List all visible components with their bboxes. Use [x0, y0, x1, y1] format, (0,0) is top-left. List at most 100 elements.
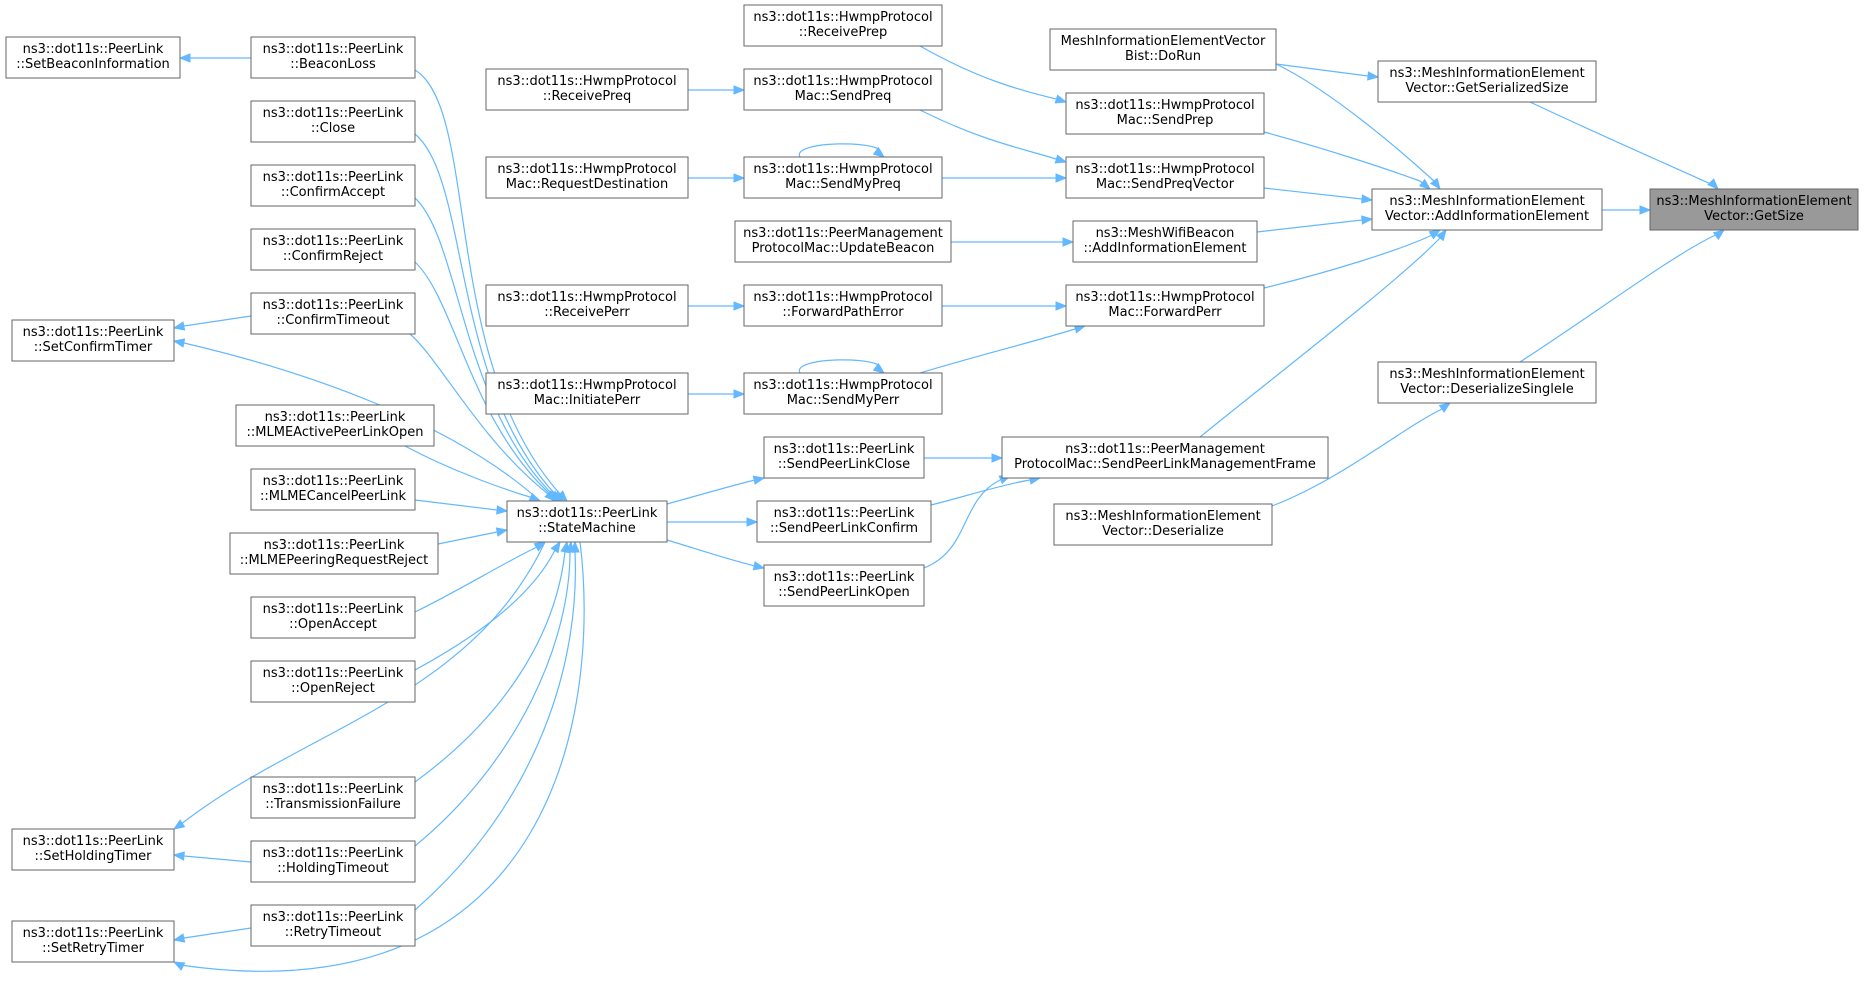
node-getsize[interactable]: ns3::MeshInformationElementVector::GetSi…	[1649, 188, 1859, 231]
node-box	[743, 156, 943, 199]
node-mlmeopen[interactable]: ns3::dot11s::PeerLink::MLMEActivePeerLin…	[235, 404, 435, 447]
node-splclose[interactable]: ns3::dot11s::PeerLink::SendPeerLinkClose	[763, 436, 925, 479]
node-label-line: ns3::dot11s::HwmpProtocol	[497, 378, 676, 393]
node-label-line: ::ConfirmReject	[283, 249, 383, 264]
node-sendplmf[interactable]: ns3::dot11s::PeerManagementProtocolMac::…	[1001, 436, 1329, 479]
node-label-line: ::AddInformationElement	[1083, 241, 1246, 256]
node-label-line: ::SendPeerLinkClose	[778, 457, 910, 472]
node-label-line: ::MLMEActivePeerLinkOpen	[247, 425, 424, 440]
node-setholding[interactable]: ns3::dot11s::PeerLink::SetHoldingTimer	[11, 828, 175, 871]
node-label-line: Mac::InitiatePerr	[534, 393, 641, 408]
node-box	[1065, 92, 1265, 135]
node-splopen[interactable]: ns3::dot11s::PeerLink::SendPeerLinkOpen	[763, 564, 925, 607]
edge-sendpreqvec-addie	[1263, 187, 1374, 204]
node-beaconloss[interactable]: ns3::dot11s::PeerLink::BeaconLoss	[250, 36, 416, 79]
node-box	[485, 372, 689, 415]
edge-dorun-getserial	[1275, 63, 1380, 81]
node-box	[250, 292, 416, 335]
node-label-line: ns3::dot11s::HwmpProtocol	[753, 290, 932, 305]
node-confaccept[interactable]: ns3::dot11s::PeerLink::ConfirmAccept	[250, 164, 416, 207]
node-box	[763, 564, 925, 607]
node-fwdperr[interactable]: ns3::dot11s::HwmpProtocolMac::ForwardPer…	[1065, 284, 1265, 327]
node-label-line: Mac::SendMyPerr	[787, 393, 900, 408]
node-box	[235, 404, 435, 447]
node-conftimeout[interactable]: ns3::dot11s::PeerLink::ConfirmTimeout	[250, 292, 416, 335]
node-label-line: ::ConfirmAccept	[281, 185, 385, 200]
node-label-line: ns3::dot11s::PeerLink	[263, 666, 404, 681]
edge-statemachine-splconfirm	[667, 517, 759, 527]
node-label-line: ns3::MeshWifiBeacon	[1096, 226, 1235, 241]
node-statemachine[interactable]: ns3::dot11s::PeerLink::StateMachine	[506, 500, 668, 543]
node-openreject[interactable]: ns3::dot11s::PeerLink::OpenReject	[250, 660, 416, 703]
node-holdtimeout[interactable]: ns3::dot11s::PeerLink::HoldingTimeout	[250, 840, 416, 883]
edge-openreject-statemachine	[414, 540, 561, 671]
node-recvpreq[interactable]: ns3::dot11s::HwmpProtocol::ReceivePreq	[485, 68, 689, 111]
node-label-line: ::ReceivePrep	[799, 25, 888, 40]
node-splconfirm[interactable]: ns3::dot11s::PeerLink::SendPeerLinkConfi…	[756, 500, 932, 543]
edge-sendplmf-addie	[1199, 228, 1447, 438]
node-label-line: ::SendPeerLinkOpen	[778, 585, 910, 600]
node-close[interactable]: ns3::dot11s::PeerLink::Close	[250, 100, 416, 143]
node-fwdpatherr[interactable]: ns3::dot11s::HwmpProtocol::ForwardPathEr…	[743, 284, 943, 327]
node-label-line: ns3::dot11s::HwmpProtocol	[1075, 162, 1254, 177]
node-label-line: ns3::dot11s::PeerLink	[23, 834, 164, 849]
node-recvprep[interactable]: ns3::dot11s::HwmpProtocol::ReceivePrep	[743, 4, 943, 47]
node-mlmecancel[interactable]: ns3::dot11s::PeerLink::MLMECancelPeerLin…	[250, 468, 416, 511]
node-deserialize[interactable]: ns3::MeshInformationElementVector::Deser…	[1053, 503, 1273, 546]
node-box	[229, 532, 439, 575]
node-label-line: ns3::MeshInformationElement	[1389, 66, 1584, 81]
node-label-line: ns3::dot11s::PeerLink	[774, 506, 915, 521]
node-label-line: ns3::dot11s::HwmpProtocol	[497, 290, 676, 305]
node-reqdest[interactable]: ns3::dot11s::HwmpProtocolMac::RequestDes…	[485, 156, 689, 199]
edge-statemachine-splopen	[666, 539, 766, 571]
edge-retrytimeout-setretry	[172, 927, 252, 943]
edge-sendpreq-sendpreqvec	[919, 109, 1068, 164]
node-box	[1065, 284, 1265, 327]
node-addie[interactable]: ns3::MeshInformationElementVector::AddIn…	[1371, 188, 1603, 231]
node-setretry[interactable]: ns3::dot11s::PeerLink::SetRetryTimer	[11, 920, 175, 963]
node-confreject[interactable]: ns3::dot11s::PeerLink::ConfirmReject	[250, 228, 416, 271]
node-initperr[interactable]: ns3::dot11s::HwmpProtocolMac::InitiatePe…	[485, 372, 689, 415]
node-label-line: ::BeaconLoss	[290, 57, 376, 72]
node-updbeacon[interactable]: ns3::dot11s::PeerManagementProtocolMac::…	[734, 220, 952, 263]
node-retrytimeout[interactable]: ns3::dot11s::PeerLink::RetryTimeout	[250, 904, 416, 947]
node-deserialsingle[interactable]: ns3::MeshInformationElementVector::Deser…	[1377, 361, 1597, 404]
node-setbeacon[interactable]: ns3::dot11s::PeerLink::SetBeaconInformat…	[5, 36, 181, 79]
node-box	[11, 828, 175, 871]
node-setconfirm[interactable]: ns3::dot11s::PeerLink::SetConfirmTimer	[11, 319, 175, 362]
node-label-line: ns3::dot11s::PeerLink	[23, 926, 164, 941]
node-mlmereject[interactable]: ns3::dot11s::PeerLink::MLMEPeeringReques…	[229, 532, 439, 575]
node-label-line: ns3::dot11s::PeerLink	[263, 234, 404, 249]
node-box	[485, 284, 689, 327]
edge-conftimeout-setconfirm	[172, 315, 252, 331]
node-recvperr[interactable]: ns3::dot11s::HwmpProtocol::ReceivePerr	[485, 284, 689, 327]
edge-dorun-addie	[1275, 63, 1441, 191]
node-label-line: ns3::dot11s::PeerLink	[263, 782, 404, 797]
node-box	[743, 284, 943, 327]
node-wifibeacon[interactable]: ns3::MeshWifiBeacon::AddInformationEleme…	[1072, 220, 1258, 263]
node-getserial[interactable]: ns3::MeshInformationElementVector::GetSe…	[1377, 60, 1597, 103]
node-label-line: ns3::dot11s::HwmpProtocol	[753, 378, 932, 393]
node-openaccept[interactable]: ns3::dot11s::PeerLink::OpenAccept	[250, 596, 416, 639]
edge-holdtimeout-setholding	[172, 851, 252, 863]
node-label-line: ns3::dot11s::PeerLink	[23, 325, 164, 340]
node-label-line: ::SetHoldingTimer	[35, 849, 153, 864]
node-sendpreqvec[interactable]: ns3::dot11s::HwmpProtocolMac::SendPreqVe…	[1065, 156, 1265, 199]
edge-statemachine-setholding	[172, 541, 546, 830]
edge-statemachine-setconfirm	[172, 338, 541, 502]
node-label-line: Mac::SendPrep	[1117, 113, 1214, 128]
edge-fwdpatherr-fwdperr	[942, 301, 1068, 311]
node-box	[1001, 436, 1329, 479]
node-txfail[interactable]: ns3::dot11s::PeerLink::TransmissionFailu…	[250, 776, 416, 819]
node-label-line: ns3::dot11s::PeerLink	[774, 442, 915, 457]
edge-splopen-sendplmf	[923, 475, 1012, 569]
node-label-line: ::ReceivePreq	[543, 89, 632, 104]
node-label-line: ns3::dot11s::HwmpProtocol	[1075, 98, 1254, 113]
node-box	[506, 500, 668, 543]
